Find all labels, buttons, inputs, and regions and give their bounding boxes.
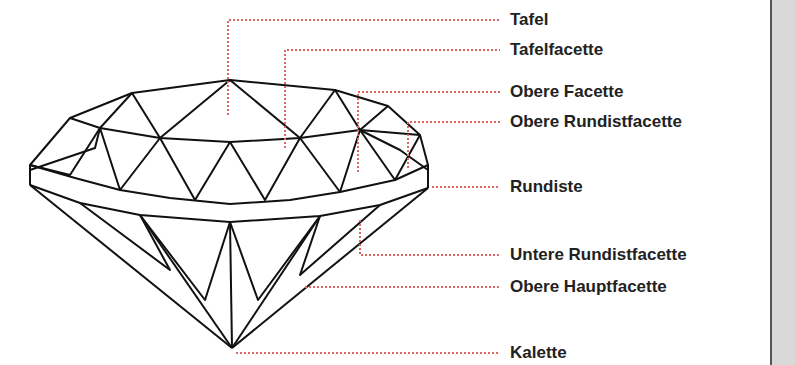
part-label: Rundiste [510, 177, 583, 197]
part-label: Untere Rundistfacette [510, 245, 687, 265]
part-label: Obere Hauptfacette [510, 277, 667, 297]
part-label: Obere Facette [510, 82, 623, 102]
part-label: Tafel [510, 10, 548, 30]
part-label: Obere Rundistfacette [510, 112, 682, 132]
part-label: Kalette [510, 343, 567, 363]
part-label: Tafelfacette [510, 40, 603, 60]
